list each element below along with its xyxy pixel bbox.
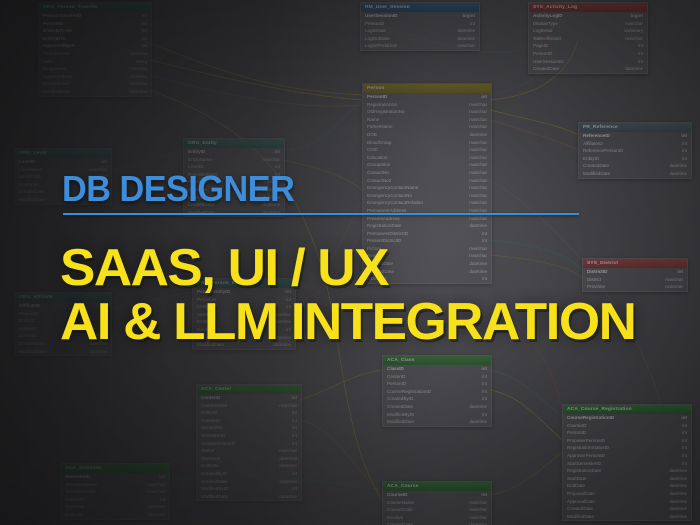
headline-line-2: AI & LLM INTEGRATION	[60, 293, 637, 351]
headline-line-1: SAAS, UI / UX	[60, 239, 389, 297]
divider-rule	[63, 213, 579, 215]
kicker-title: DB DESIGNER	[62, 168, 295, 209]
